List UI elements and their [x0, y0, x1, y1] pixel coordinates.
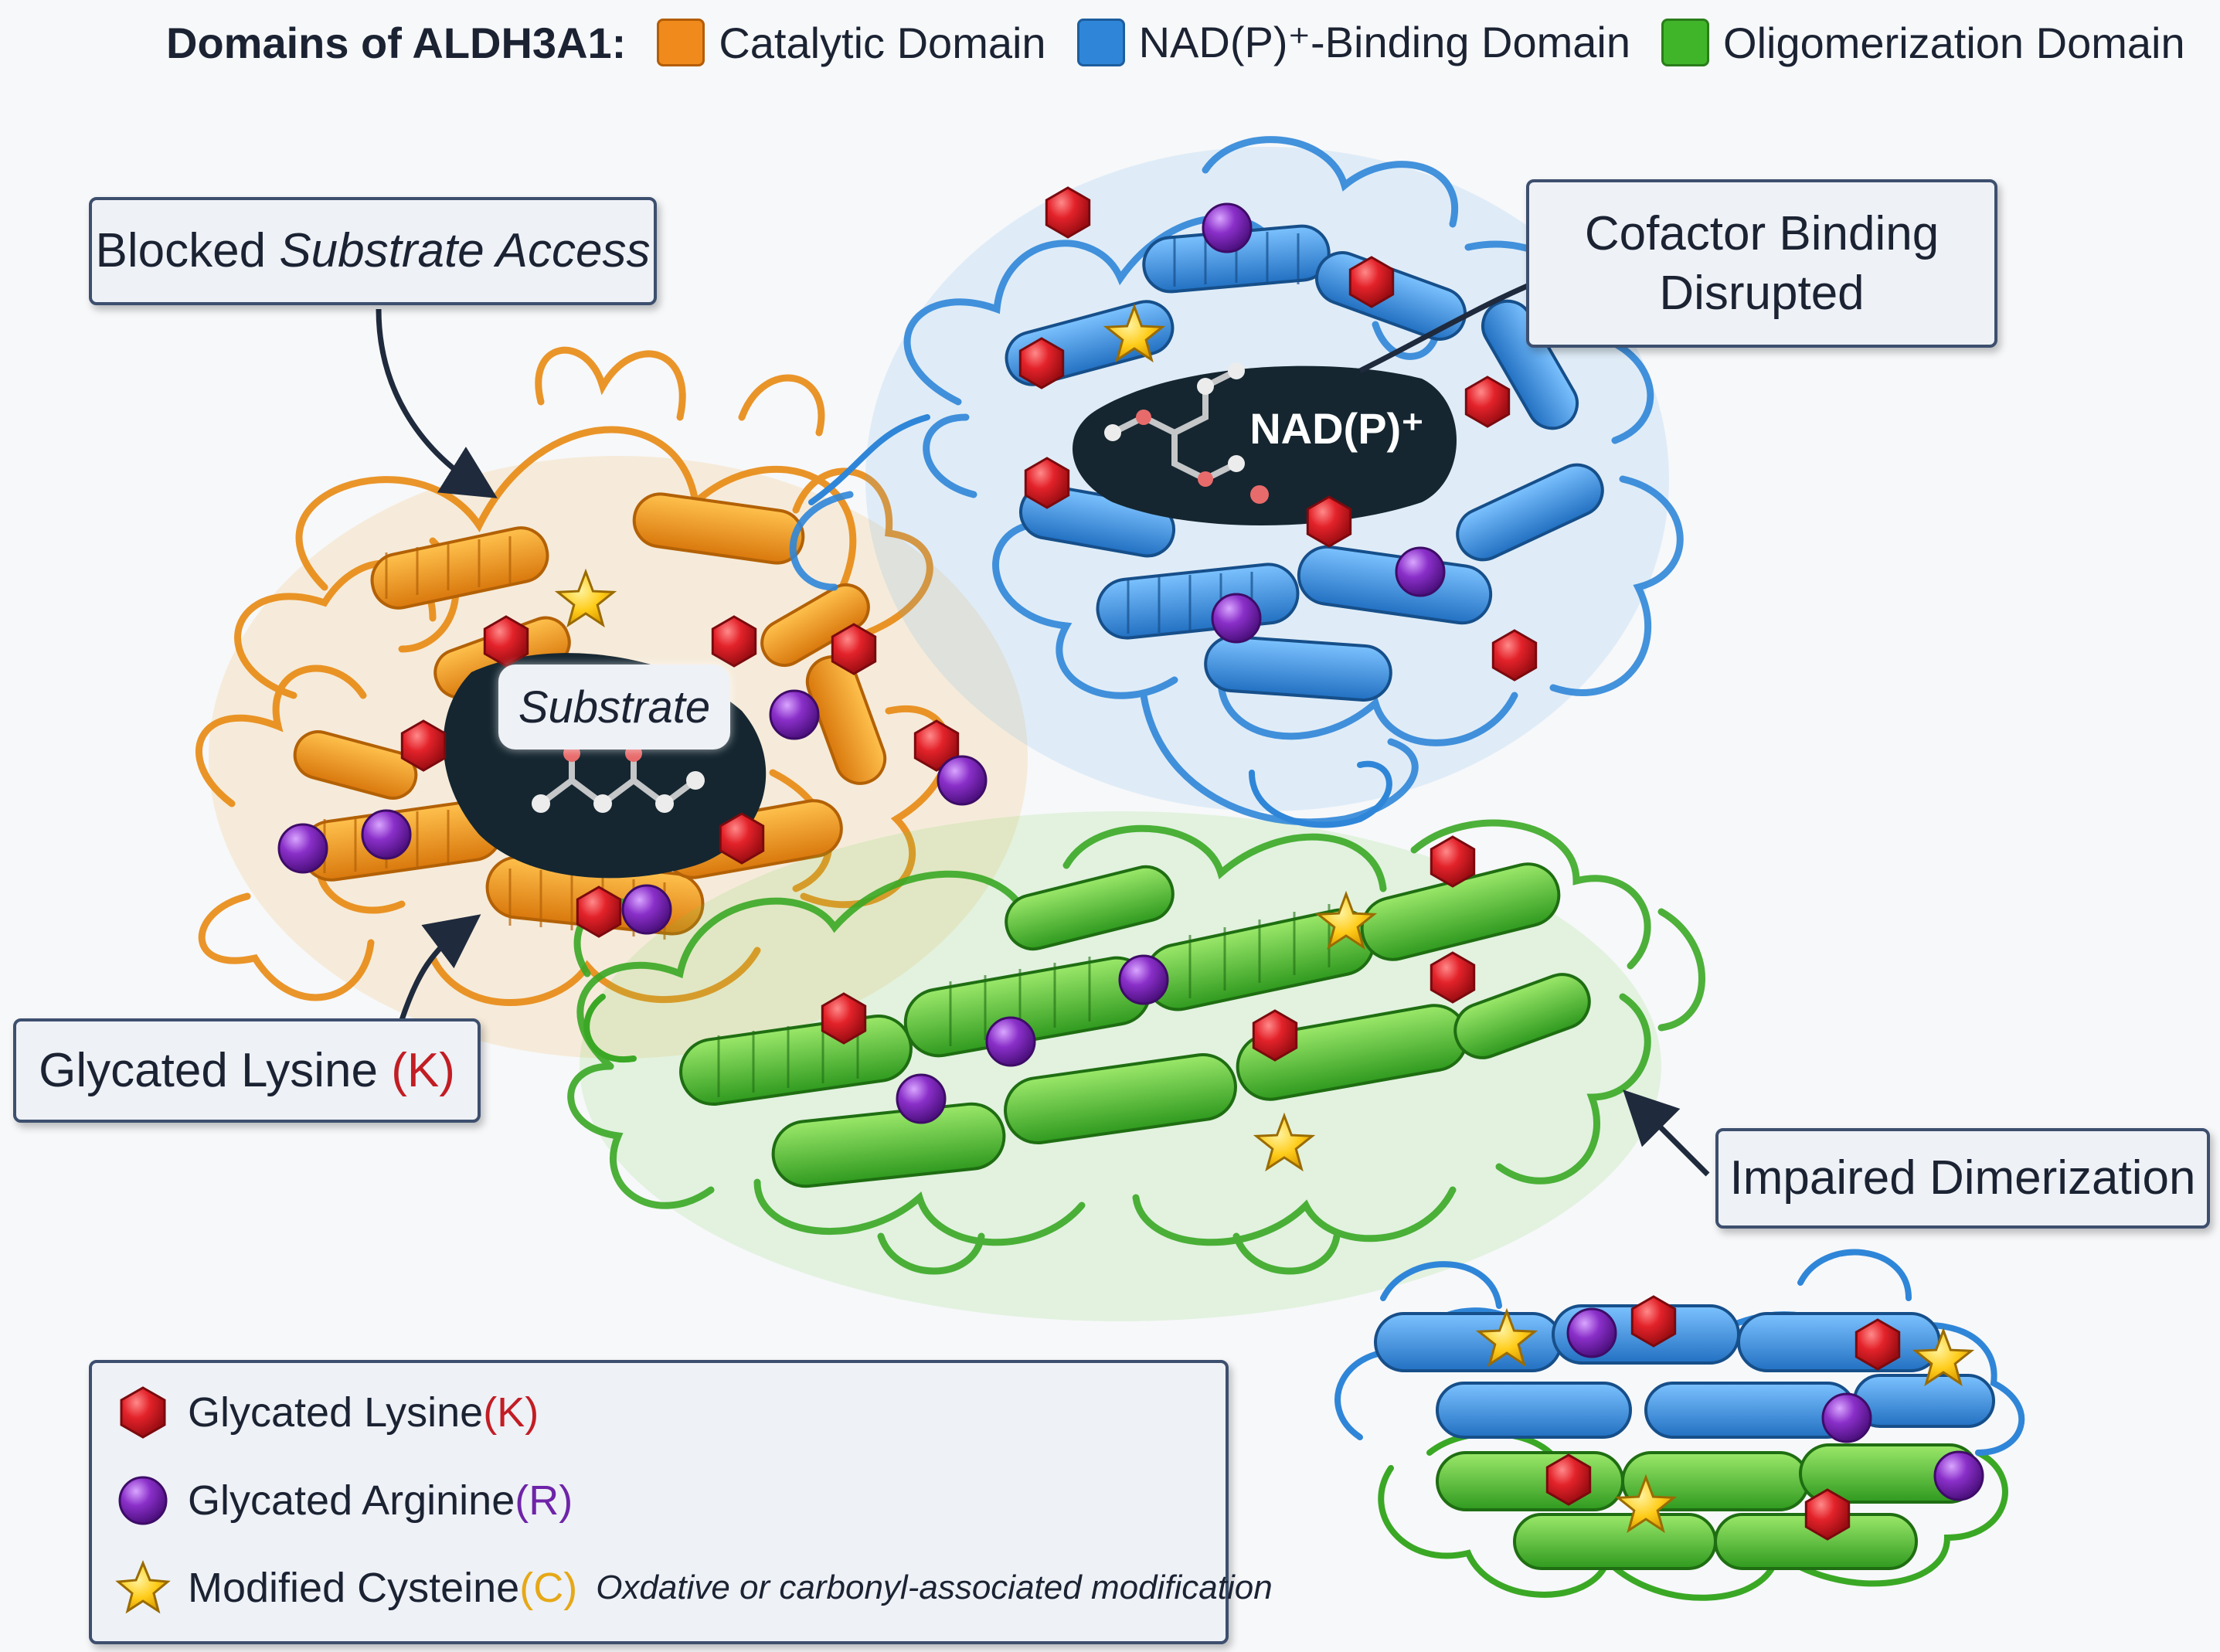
- glycated-lysine-marker: [711, 615, 757, 668]
- glycated-arginine-marker: [1566, 1307, 1617, 1358]
- glycated-arginine-marker: [937, 755, 988, 806]
- catalytic-swatch: [657, 19, 705, 66]
- cofactor-line1: Cofactor Binding: [1584, 206, 1940, 260]
- legend-row-lysine: Glycated Lysine (K): [115, 1385, 539, 1440]
- oligomerization-domain: [567, 811, 1705, 1321]
- nad-binding-swatch: [1076, 19, 1125, 66]
- glycated-arginine-marker: [361, 809, 412, 860]
- oligomerization-domain-label: Oligomerization Domain: [1723, 18, 2185, 67]
- legend-row-cysteine: Modified Cysteine (C) Oxdative or carbon…: [115, 1560, 1273, 1616]
- cofactor-line2: Disrupted: [1659, 267, 1865, 320]
- glycated-lysine-marker: [400, 719, 447, 772]
- legend-row-arginine: Glycated Arginine (R): [115, 1473, 573, 1528]
- glycated-arginine-marker: [277, 823, 328, 874]
- purple-circle-icon: [118, 1476, 168, 1525]
- dimerization-text: Impaired Dimerization: [1729, 1151, 2196, 1205]
- modified-cysteine-marker: [1314, 890, 1378, 950]
- glycated-arginine-marker: [1821, 1392, 1872, 1443]
- legend-arginine-code: (R): [515, 1477, 573, 1524]
- glycated-code: (K): [391, 1043, 455, 1097]
- glycated-lysine-marker: [1630, 1295, 1677, 1348]
- glycated-lysine-marker: [1252, 1009, 1298, 1062]
- nad-pocket-label: NAD(P)⁺: [1240, 394, 1433, 464]
- glycated-lysine-marker: [719, 812, 765, 865]
- blocked-italic: Substrate Access: [279, 224, 651, 278]
- legend-cysteine-note: Oxdative or carbonyl-associated modifica…: [596, 1569, 1273, 1606]
- glycated-lysine-marker: [1545, 1453, 1592, 1506]
- glycated-lysine-callout: Glycated Lysine (K): [13, 1018, 481, 1123]
- glycated-lysine-marker: [831, 623, 877, 675]
- substrate-label-text: Substrate: [518, 682, 711, 733]
- legend-lysine-code: (K): [483, 1389, 539, 1436]
- modified-cysteine-marker: [1614, 1474, 1678, 1534]
- blocked-prefix: Blocked: [95, 224, 280, 278]
- glycated-lysine-marker: [576, 885, 622, 938]
- domain-legend-header: Domains of ALDH3A1: Catalytic Domain NAD…: [166, 17, 2185, 68]
- nad-label-text: NAD(P)⁺: [1249, 404, 1424, 453]
- impaired-dimerization-callout: Impaired Dimerization: [1715, 1128, 2210, 1229]
- dimerization-arrow: [1623, 1089, 1710, 1177]
- glycated-arginine-marker: [1933, 1450, 1984, 1501]
- glycated-arginine-marker: [1395, 546, 1446, 597]
- legend-cysteine-label: Modified Cysteine: [188, 1565, 520, 1611]
- legend-lysine-label: Glycated Lysine: [188, 1389, 484, 1436]
- glycated-lysine-marker: [1491, 629, 1538, 682]
- substrate-pocket-label: Substrate: [498, 665, 730, 750]
- modified-cysteine-marker: [554, 568, 617, 628]
- glycated-lysine-marker: [1464, 376, 1511, 428]
- cofactor-callout: Cofactor Binding Disrupted: [1526, 179, 1997, 348]
- modified-cysteine-marker: [1253, 1112, 1316, 1172]
- glycated-lysine-marker: [1306, 495, 1352, 548]
- glycated-arginine-marker: [896, 1073, 947, 1124]
- nad-binding-domain-label: NAD(P)⁺-Binding Domain: [1138, 18, 1631, 66]
- glycated-arginine-marker: [985, 1016, 1036, 1067]
- glycated-lysine-marker: [1045, 186, 1091, 239]
- yellow-star-icon: [115, 1560, 171, 1614]
- glycated-lysine-arrow: [399, 914, 481, 1021]
- red-hexagon-icon: [120, 1386, 166, 1439]
- glycated-lysine-marker: [821, 992, 867, 1045]
- modified-cysteine-marker: [1912, 1327, 1975, 1387]
- annotation-arrows: [376, 308, 1710, 1177]
- dimer-structure: [1334, 1249, 2025, 1601]
- glycated-lysine-marker: [1024, 457, 1070, 509]
- legend-cysteine-code: (C): [519, 1565, 578, 1611]
- modified-cysteine-marker: [1103, 303, 1166, 363]
- glycated-lysine-marker: [1430, 835, 1476, 888]
- glycated-arginine-marker: [1211, 593, 1262, 644]
- glycated-lysine-marker: [1348, 256, 1395, 308]
- modified-cysteine-marker: [1475, 1307, 1538, 1368]
- catalytic-domain-label: Catalytic Domain: [719, 18, 1046, 67]
- glycated-lysine-marker: [913, 719, 960, 772]
- legend-arginine-label: Glycated Arginine: [188, 1477, 515, 1524]
- glycated-lysine-marker: [1430, 951, 1476, 1004]
- glycated-arginine-marker: [769, 689, 820, 740]
- inter-domain-linkers: [583, 414, 1392, 1063]
- blocked-substrate-callout: Blocked Substrate Access: [89, 197, 657, 305]
- glycated-lysine-marker: [483, 615, 529, 668]
- modification-legend: Glycated Lysine (K) Glycated Arginine (R…: [89, 1360, 1273, 1644]
- blocked-access-arrow: [376, 308, 498, 498]
- glycated-prefix: Glycated Lysine: [39, 1043, 392, 1097]
- glycated-lysine-marker: [1018, 337, 1065, 389]
- glycated-arginine-marker: [1118, 954, 1169, 1005]
- header-title: Domains of ALDH3A1:: [166, 18, 627, 67]
- glycated-arginine-marker: [621, 884, 672, 935]
- glycated-lysine-marker: [1855, 1318, 1901, 1371]
- oligomerization-swatch: [1661, 19, 1710, 66]
- glycated-arginine-marker: [1202, 202, 1253, 253]
- glycated-lysine-marker: [1804, 1488, 1851, 1541]
